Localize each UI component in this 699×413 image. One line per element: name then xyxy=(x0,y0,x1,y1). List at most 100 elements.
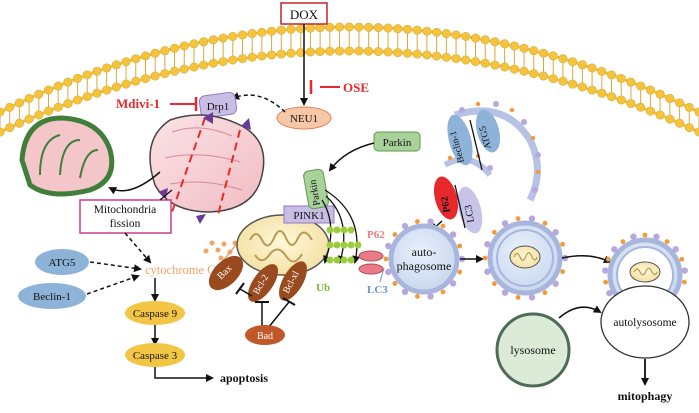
membrane-head xyxy=(14,118,24,128)
membrane-head xyxy=(500,39,510,49)
drp1-ring-marker xyxy=(241,118,251,130)
membrane-head xyxy=(140,74,150,84)
membrane-head xyxy=(0,127,5,137)
membrane-head xyxy=(655,89,665,99)
bad-inhibit-bclxl xyxy=(267,301,290,329)
membrane-head xyxy=(636,81,646,91)
membrane-head xyxy=(500,62,510,72)
membrane-head xyxy=(684,102,694,112)
membrane-head xyxy=(344,22,354,32)
vesicle-marker xyxy=(415,294,420,299)
membrane-tails xyxy=(0,30,699,129)
membrane-head xyxy=(538,48,548,58)
membrane-head xyxy=(577,60,587,70)
vesicle-marker xyxy=(401,288,409,296)
membrane-head xyxy=(5,102,15,112)
drp1-ring-marker xyxy=(203,112,213,124)
membrane-head xyxy=(383,23,393,33)
membrane-head xyxy=(470,33,480,43)
fission-line-left xyxy=(171,117,206,213)
vesicle-marker xyxy=(560,269,565,275)
vesicle-marker xyxy=(542,290,548,296)
autolysosome-label: autolysosome xyxy=(613,317,676,329)
parkin-free-node: Parkin xyxy=(373,131,421,152)
autolysosome-surface-dots xyxy=(602,232,688,297)
apoptosis-label: apoptosis xyxy=(220,371,268,385)
membrane-head xyxy=(160,46,170,56)
membrane-head xyxy=(34,89,44,99)
pink1-label: PINK1 xyxy=(293,210,324,222)
membrane-head xyxy=(529,46,539,56)
membrane-head xyxy=(24,93,34,103)
cell-membrane xyxy=(0,22,699,137)
mature-to-autolysosome-arrow xyxy=(561,255,612,263)
vesicle-marker xyxy=(501,289,509,296)
bad-inhibit-bclxl-bar xyxy=(282,297,296,306)
vesicle-marker xyxy=(401,222,409,230)
membrane-head xyxy=(645,85,655,95)
fission-label-line1: Mitochondria xyxy=(94,204,157,216)
vesicle-marker xyxy=(681,267,688,274)
membrane-head xyxy=(490,60,500,70)
vesicle-marker xyxy=(415,219,420,224)
vesicle-marker xyxy=(528,294,536,301)
vesicle-marker xyxy=(542,220,548,226)
membrane-head xyxy=(179,41,189,51)
membrane-head xyxy=(451,54,461,64)
membrane-head xyxy=(247,52,257,62)
membrane-head xyxy=(616,73,626,83)
membrane-head xyxy=(626,77,636,87)
dividing-mitochondrion xyxy=(149,112,265,224)
membrane-head xyxy=(393,24,403,34)
bcl2-inhibit-bax xyxy=(239,288,253,297)
vesicle-marker xyxy=(482,255,488,261)
membrane-head xyxy=(150,48,160,58)
membrane-head xyxy=(548,51,558,61)
membrane-head xyxy=(636,102,646,112)
mitophagy-label: mitophagy xyxy=(618,389,673,403)
membrane-head xyxy=(373,47,383,57)
membrane-head xyxy=(461,55,471,65)
phagophore-marker xyxy=(493,101,499,107)
membrane-head xyxy=(276,25,286,35)
neu1-node: NEU1 xyxy=(276,106,332,130)
membrane-head xyxy=(121,57,131,67)
membrane-head xyxy=(53,81,63,91)
bclxl-node: Bcl-xl xyxy=(279,261,307,301)
membrane-head xyxy=(170,66,180,76)
vesicle-marker xyxy=(605,256,611,262)
membrane-head xyxy=(509,41,519,51)
membrane-head xyxy=(140,51,150,61)
membrane-head xyxy=(315,47,325,57)
vesicle-marker xyxy=(679,256,685,262)
membrane-head xyxy=(218,57,228,67)
membrane-head xyxy=(470,57,480,67)
vesicle-marker xyxy=(392,281,398,286)
dox-label: DOX xyxy=(290,7,319,22)
membrane-head xyxy=(325,46,335,56)
vesicle-marker xyxy=(620,239,626,245)
beclin1-left-label: Beclin-1 xyxy=(33,291,71,303)
membrane-head xyxy=(480,35,490,45)
vesicle-marker xyxy=(427,293,434,300)
vesicle-marker xyxy=(440,223,446,229)
p62-lc3-divider xyxy=(454,184,466,229)
lysosome-label: lysosome xyxy=(510,343,555,357)
vesicle-marker xyxy=(515,294,521,300)
membrane-head xyxy=(170,43,180,53)
membrane-head xyxy=(665,93,675,103)
membrane-head xyxy=(53,102,63,112)
membrane-head xyxy=(335,22,345,32)
phagophore-marker xyxy=(459,107,465,113)
parkin-free-label: Parkin xyxy=(383,137,412,149)
membrane-head xyxy=(568,79,578,89)
vesicle-marker xyxy=(560,241,565,247)
fission-to-cytochrome-arrow xyxy=(124,232,152,264)
p62-right-label: P62 xyxy=(439,196,453,214)
phagophore-dots xyxy=(447,101,541,193)
membrane-head xyxy=(92,66,102,76)
autophagosome-surface-dots xyxy=(383,218,466,300)
vesicle-marker xyxy=(491,281,497,287)
pink1-node: PINK1 xyxy=(283,205,335,224)
caspase3-node: Caspase 3 xyxy=(125,343,185,367)
